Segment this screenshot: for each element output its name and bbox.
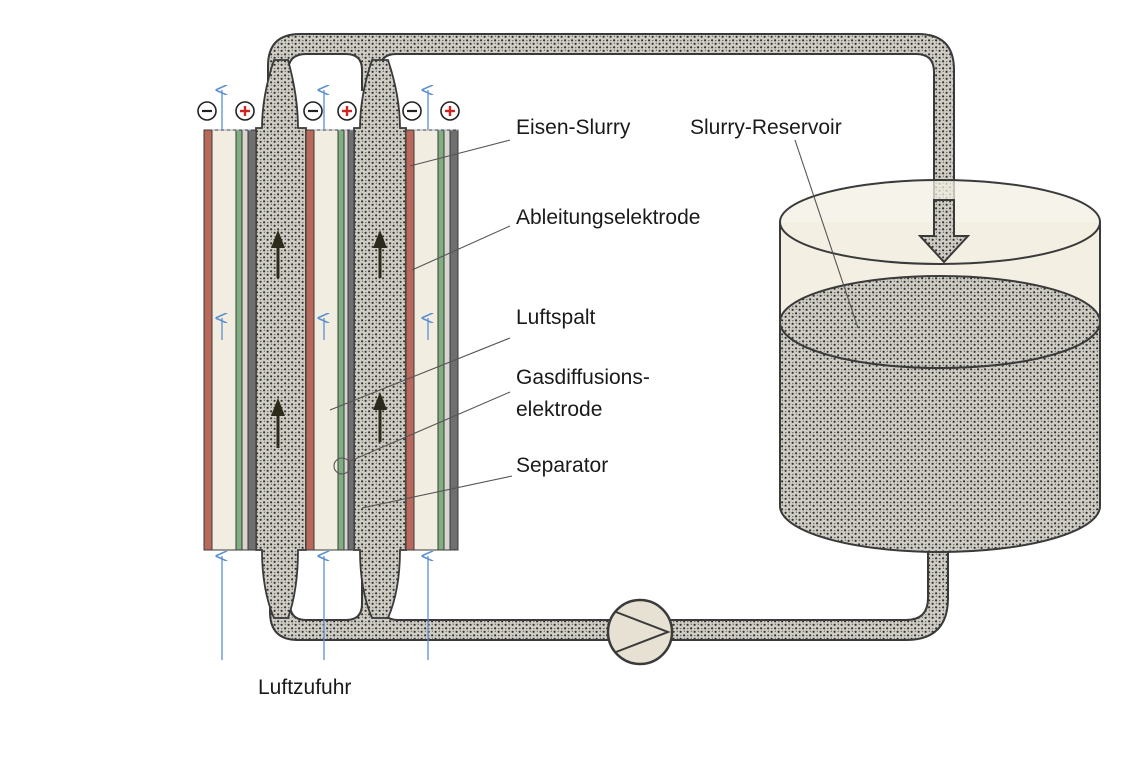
label-luftzufuhr: Luftzufuhr [258, 676, 351, 699]
slurry-flow-arrows [271, 230, 387, 448]
label-eisen-slurry: Eisen-Slurry [516, 116, 631, 139]
minus-icon [197, 101, 217, 121]
slurry-pipe-top-body [267, 33, 971, 264]
minus-icon [303, 101, 323, 121]
polarity-signs [197, 101, 460, 121]
plus-icon [235, 101, 255, 121]
label-gasdiffusions-line2: elektrode [516, 398, 602, 421]
slurry-channel-1 [255, 59, 307, 619]
cell-1 [203, 129, 257, 551]
label-slurry-reservoir: Slurry-Reservoir [690, 116, 842, 139]
label-separator: Separator [516, 454, 608, 477]
leader-lines [329, 139, 859, 509]
label-gasdiffusions-line1: Gasdiffusions- [516, 366, 650, 389]
plus-icon [337, 101, 357, 121]
pump-icon [606, 598, 674, 666]
slurry-reservoir [779, 179, 1101, 553]
cell-3 [405, 129, 459, 551]
reservoir-inlet [917, 199, 971, 264]
slurry-channel-2 [353, 59, 407, 619]
label-luftspalt: Luftspalt [516, 306, 596, 329]
cell-2 [305, 129, 355, 551]
label-ableitungselektrode: Ableitungselektrode [516, 206, 700, 229]
reservoir-slurry-surface [779, 275, 1101, 369]
minus-icon [402, 101, 422, 121]
air-flow-arrows [222, 90, 428, 660]
plus-icon [440, 101, 460, 121]
